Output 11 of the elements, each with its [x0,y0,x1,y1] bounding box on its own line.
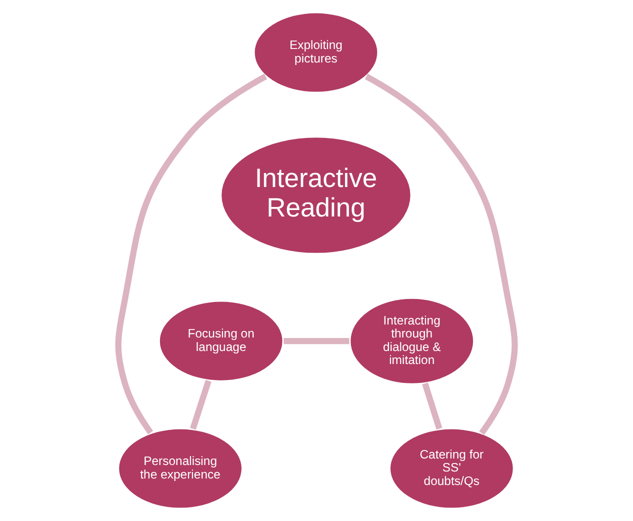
node-ellipse: Interacting through dialogue & imitation [348,296,476,386]
connector [115,74,268,434]
node-ellipse: Interactive Reading [220,136,412,255]
node-ellipse: Catering for SS' doubts/Qs [388,427,515,510]
node-ellipse: Focusing on language [158,300,284,382]
node-ellipse: Exploiting pictures [252,11,380,94]
connector [364,74,518,435]
connector [422,382,442,430]
connector [190,380,212,430]
node-ellipse: Personalising the experience [117,427,244,510]
connector [284,338,350,344]
